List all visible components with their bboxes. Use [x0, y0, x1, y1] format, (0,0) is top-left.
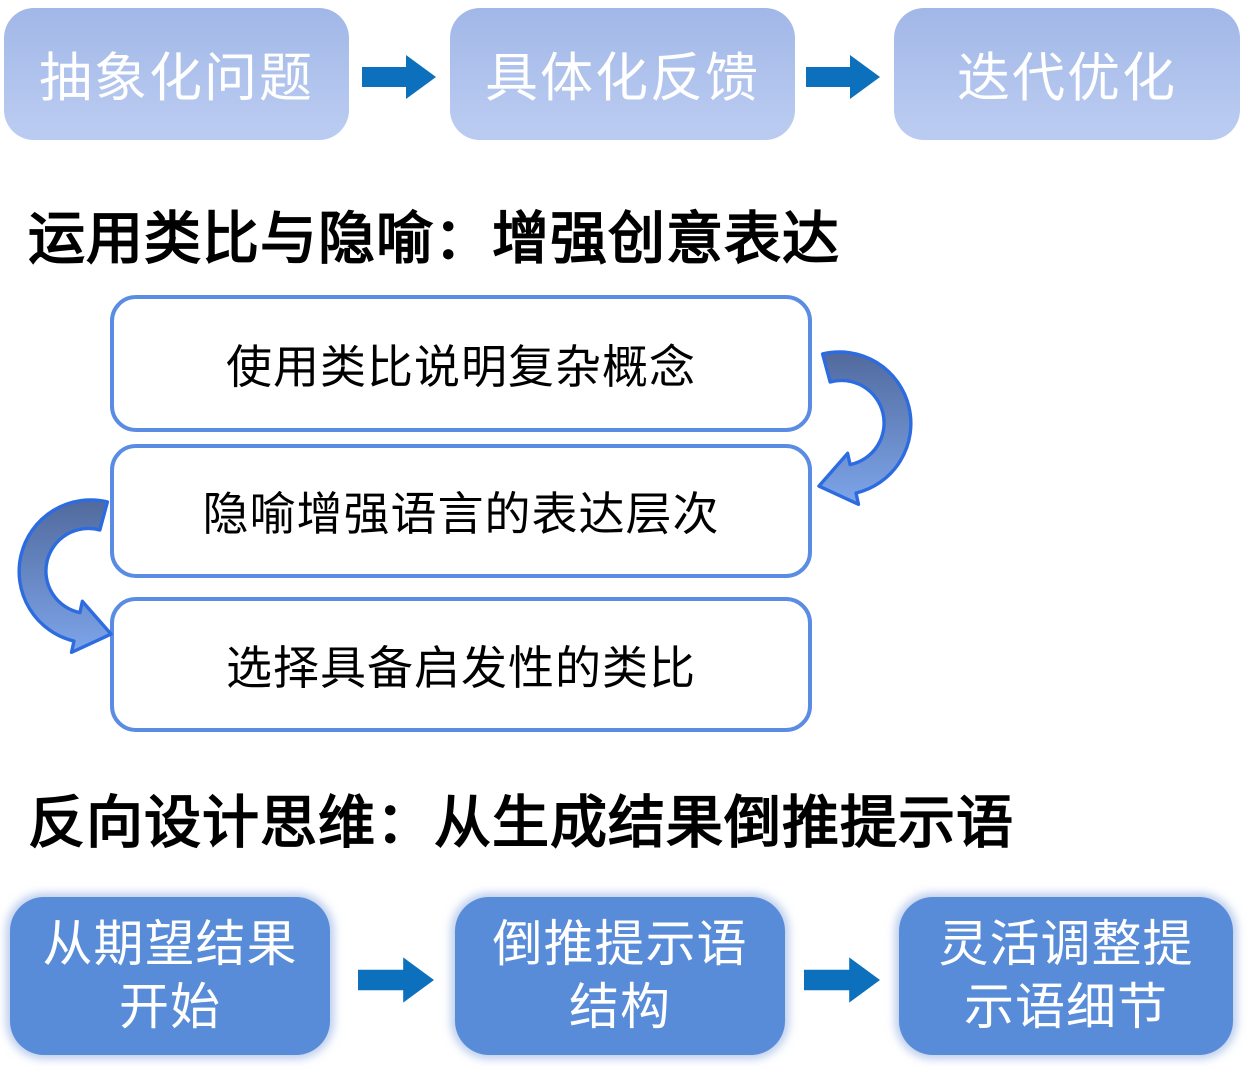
flow-arrow-icon	[362, 55, 436, 99]
flow-arrow-icon	[358, 957, 434, 1003]
top-flow-step-2: 具体化反馈	[450, 8, 795, 140]
reverse-step-1: 从期望结果 开始	[10, 897, 330, 1055]
curved-arrow-shape	[817, 350, 913, 507]
top-flow-step-2-label: 具体化反馈	[485, 49, 760, 108]
reverse-step-2: 倒推提示语 结构	[455, 897, 785, 1055]
analogy-step-2: 隐喻增强语言的表达层次	[110, 444, 812, 578]
analogy-step-1: 使用类比说明复杂概念	[110, 295, 812, 432]
reverse-step-3: 灵活调整提 示语细节	[899, 897, 1233, 1055]
block-arrow-shape	[804, 957, 880, 1003]
block-arrow-shape	[806, 55, 880, 99]
reverse-step-2-label: 倒推提示语 结构	[492, 916, 748, 1035]
flow-arrow-icon	[804, 957, 880, 1003]
reverse-step-1-label: 从期望结果 开始	[42, 916, 298, 1035]
curved-arrow-right-icon	[817, 350, 913, 507]
block-arrow-shape	[358, 957, 434, 1003]
top-flow-step-1-label: 抽象化问题	[39, 49, 314, 108]
analogy-step-3: 选择具备启发性的类比	[110, 597, 812, 732]
top-flow-step-3: 迭代优化	[894, 8, 1240, 140]
curved-arrow-left-icon	[17, 498, 113, 655]
analogy-step-3-label: 选择具备启发性的类比	[226, 641, 696, 694]
flow-arrow-icon	[806, 55, 880, 99]
analogy-step-2-label: 隐喻增强语言的表达层次	[202, 488, 720, 540]
block-arrow-shape	[362, 55, 436, 99]
section-analogy-title: 运用类比与隐喻：增强创意表达	[28, 207, 840, 271]
reverse-step-3-label: 灵活调整提 示语细节	[938, 916, 1194, 1035]
analogy-step-1-label: 使用类比说明复杂概念	[226, 340, 696, 393]
top-flow-step-1: 抽象化问题	[4, 8, 349, 140]
section-reverse-title: 反向设计思维：从生成结果倒推提示语	[28, 791, 1014, 855]
top-flow-step-3-label: 迭代优化	[957, 49, 1177, 108]
curved-arrow-shape	[17, 498, 113, 655]
